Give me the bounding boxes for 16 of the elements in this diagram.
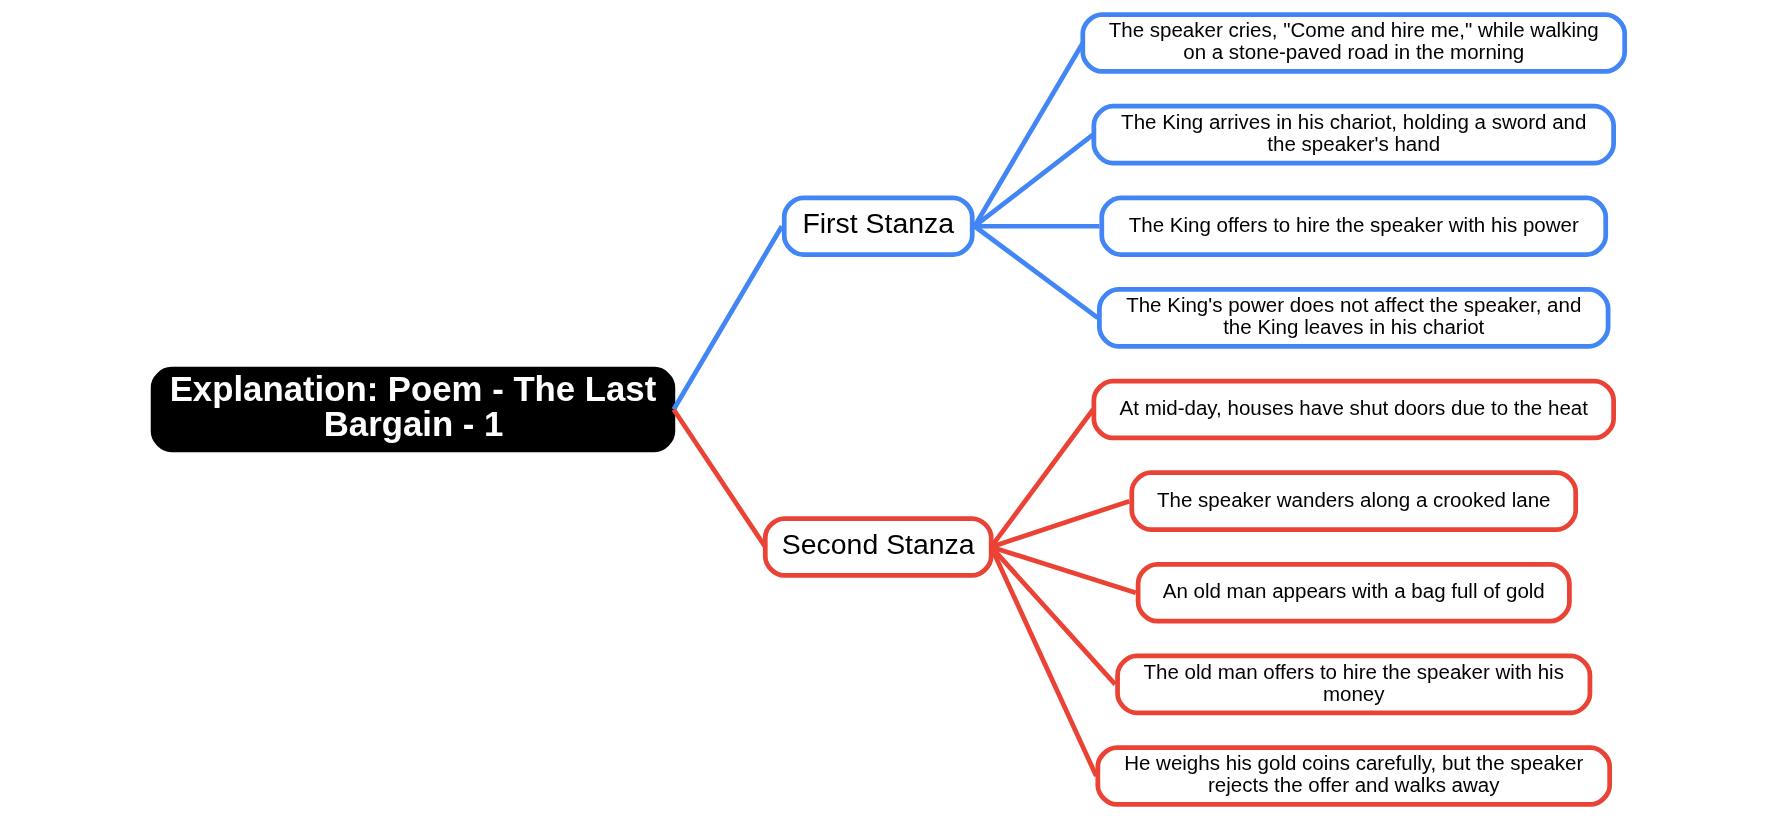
node-box: The King arrives in his chariot, holding a sword and the speaker's hand [1091, 103, 1616, 166]
node-box: At mid-day, houses have shut doors due to the heat [1091, 378, 1616, 441]
node-box: The King offers to hire the speaker with his power [1098, 195, 1608, 258]
connector [974, 223, 1099, 229]
node-box: The King's power does not affect the speaker, and the King leaves in his chariot [1096, 287, 1610, 349]
node-box: The old man offers to hire the speaker with his money [1114, 653, 1592, 716]
node-box: First Stanza [781, 195, 975, 258]
connector [972, 224, 1099, 320]
connector [671, 225, 784, 411]
node-box: Explanation: Poem - The Last Bargain - 1 [150, 366, 675, 453]
node-box: He weighs his gold coins carefully, but the speaker rejects the offer and walks away [1094, 745, 1612, 807]
node-box: Second Stanza [762, 516, 994, 578]
node-box: An old man appears with a bag full of gold [1135, 561, 1572, 624]
connector [671, 408, 767, 549]
node-box: The speaker wanders along a crooked lane [1128, 470, 1578, 532]
node-box: The speaker cries, "Come and hire me," while walking on a stone-paved road in the morning [1079, 12, 1627, 74]
